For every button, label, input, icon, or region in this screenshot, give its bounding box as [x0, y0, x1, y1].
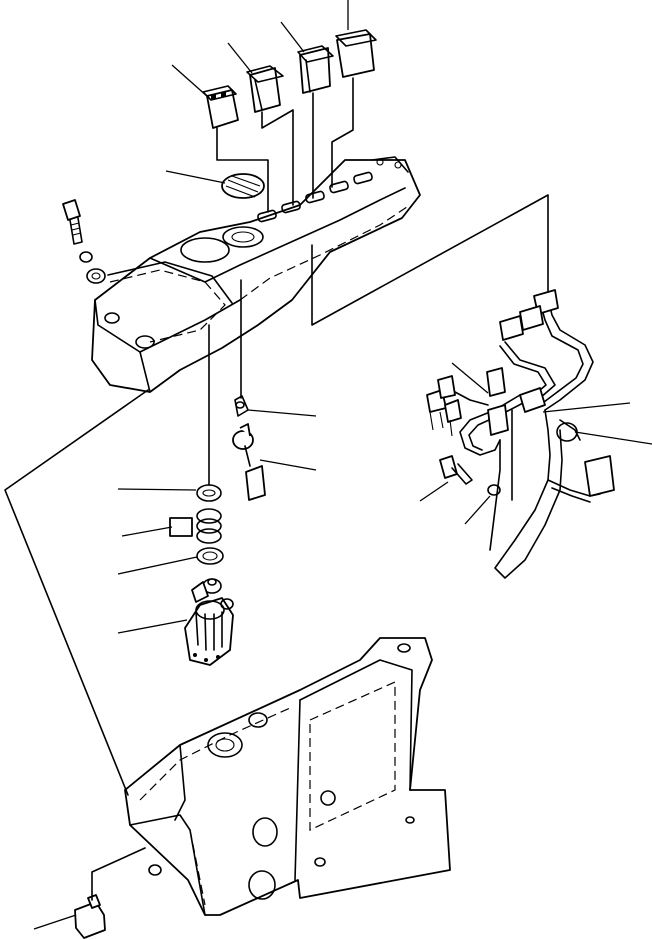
- cover-cap: [221, 173, 265, 199]
- lower-console-base: [124, 637, 451, 916]
- rocker-switches: [202, 29, 377, 213]
- console-to-base-line-left: [4, 389, 149, 796]
- rocker-switch-2: [246, 65, 284, 113]
- harness-washer: [487, 484, 501, 496]
- washer-1: [196, 484, 222, 502]
- rocker-switch-3: [297, 45, 334, 94]
- bolt-washer-2: [86, 268, 106, 284]
- harness-routing-line: [311, 194, 549, 326]
- upper-console-cover: [91, 156, 421, 393]
- rocker-switch-4: [335, 29, 377, 78]
- callout-leaders: [33, 0, 652, 930]
- harness-bolt: [439, 455, 473, 485]
- key-holder: [234, 395, 249, 417]
- washer-2: [196, 547, 224, 565]
- bolt-washer-1: [79, 251, 93, 263]
- wire-harness: [459, 297, 601, 579]
- lower-clip: [74, 847, 146, 939]
- washer-stack: [169, 508, 222, 544]
- relay: [232, 423, 266, 501]
- rocker-switch-1: [202, 85, 239, 129]
- bolt: [62, 199, 83, 245]
- key-switch: [184, 578, 234, 666]
